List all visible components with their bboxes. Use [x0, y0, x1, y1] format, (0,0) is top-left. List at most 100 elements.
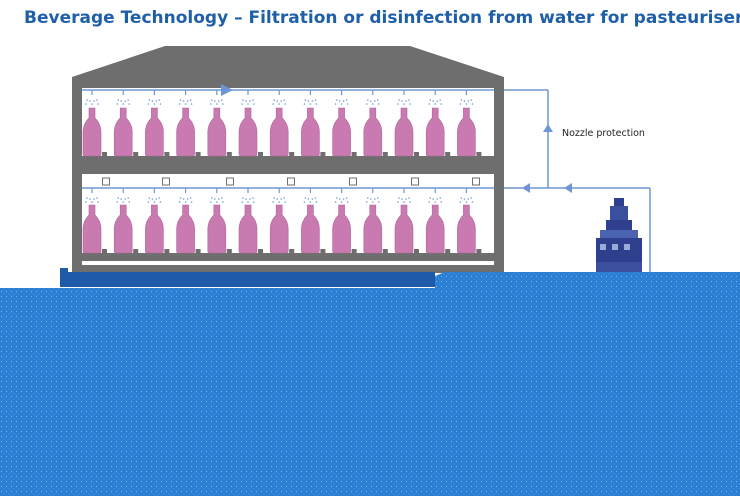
spray-nozzle-icon	[272, 90, 287, 105]
upper-shelf	[82, 156, 494, 164]
conveyor-block	[195, 152, 201, 156]
bottle-icon	[238, 204, 258, 254]
flow-arrow-icon	[564, 183, 572, 193]
spray-nozzle-icon	[334, 90, 349, 105]
header-box	[411, 177, 419, 186]
spray-nozzle-icon	[210, 90, 224, 105]
nozzle-protection-label: Nozzle protection	[562, 128, 645, 139]
bottle-icon	[82, 107, 102, 157]
conveyor-block	[102, 249, 107, 253]
water-tray-lip	[60, 268, 68, 276]
filter-unit-icon	[596, 198, 642, 272]
spray-nozzle-icon	[85, 90, 99, 105]
spray-nozzle-icon	[116, 90, 130, 105]
spray-nozzle-icon	[241, 90, 255, 105]
bottle-icon	[457, 204, 476, 254]
conveyor-block	[164, 152, 170, 156]
conveyor-block	[133, 152, 139, 156]
conveyor-block	[289, 152, 295, 156]
middle-floor	[72, 164, 504, 174]
bottle-icon	[113, 204, 133, 254]
water-reservoir	[0, 272, 740, 496]
pasteuriser-building	[72, 46, 504, 273]
conveyor-block	[476, 152, 482, 156]
spray-nozzle-icon	[178, 90, 193, 105]
bottle-icon	[394, 107, 414, 157]
lower-shelf	[82, 253, 494, 261]
conveyor-block	[476, 249, 482, 253]
spray-nozzle-icon	[428, 188, 443, 203]
conveyor-block	[164, 249, 170, 253]
spray-nozzle-icon	[459, 90, 474, 105]
spray-nozzle-icon	[366, 188, 380, 203]
bottle-icon	[363, 204, 383, 254]
bottle-icon	[145, 204, 164, 254]
conveyor-block	[414, 249, 419, 253]
bottle-icon	[238, 107, 258, 157]
spray-nozzle-icon	[241, 188, 255, 203]
lower-spray-nozzles	[85, 188, 474, 203]
conveyor-block	[258, 249, 263, 253]
bottle-icon	[363, 107, 383, 157]
bottle-icon	[269, 107, 289, 157]
bottle-icon	[207, 204, 227, 254]
flow-arrow-icon	[522, 183, 530, 193]
bottle-icon	[176, 204, 195, 254]
bottle-icon	[425, 204, 445, 254]
external-piping	[504, 89, 651, 272]
conveyor-block	[195, 249, 201, 253]
conveyor-block	[351, 152, 357, 156]
spray-nozzle-icon	[459, 188, 474, 203]
page-title: Beverage Technology – Filtration or disi…	[24, 8, 740, 28]
conveyor-block	[445, 249, 451, 253]
spray-nozzle-icon	[272, 188, 287, 203]
bottle-icon	[176, 107, 195, 157]
flow-arrow-icon	[543, 124, 553, 132]
header-box	[226, 177, 234, 186]
spray-nozzle-icon	[303, 188, 318, 203]
lower-bottle-row	[82, 204, 482, 254]
spray-nozzle-icon	[210, 188, 224, 203]
conveyor-block	[382, 152, 388, 156]
spray-nozzle-icon	[303, 90, 318, 105]
conveyor-block	[102, 152, 107, 156]
bottle-icon	[145, 107, 164, 157]
conveyor-block	[226, 249, 232, 253]
upper-bottle-row	[82, 107, 482, 157]
header-box	[472, 177, 480, 186]
bottle-icon	[394, 204, 414, 254]
building-left-wall	[72, 77, 82, 273]
building-roof	[72, 46, 504, 88]
bottle-icon	[332, 204, 351, 254]
conveyor-block	[226, 152, 232, 156]
conveyor-block	[320, 152, 326, 156]
upper-spray-nozzles	[85, 90, 474, 105]
bottle-icon	[301, 204, 320, 254]
bottle-icon	[207, 107, 227, 157]
building-floor	[72, 265, 504, 273]
spray-nozzle-icon	[178, 188, 193, 203]
bottle-icon	[332, 107, 351, 157]
header-box	[102, 177, 110, 186]
spray-nozzle-icon	[147, 90, 162, 105]
spray-nozzle-icon	[334, 188, 349, 203]
spray-nozzle-icon	[147, 188, 162, 203]
building-right-wall	[494, 77, 504, 273]
bottle-icon	[269, 204, 289, 254]
bottle-icon	[425, 107, 445, 157]
spray-nozzle-icon	[366, 90, 380, 105]
header-box	[162, 177, 170, 186]
bottle-icon	[301, 107, 320, 157]
header-box	[287, 177, 295, 186]
spray-nozzle-icon	[85, 188, 99, 203]
conveyor-block	[414, 152, 419, 156]
conveyor-block	[445, 152, 451, 156]
water-tray	[60, 272, 435, 287]
spray-nozzle-icon	[116, 188, 130, 203]
conveyor-block	[320, 249, 326, 253]
conveyor-block	[289, 249, 295, 253]
conveyor-block	[258, 152, 263, 156]
bottle-icon	[457, 107, 476, 157]
bottle-icon	[113, 107, 133, 157]
